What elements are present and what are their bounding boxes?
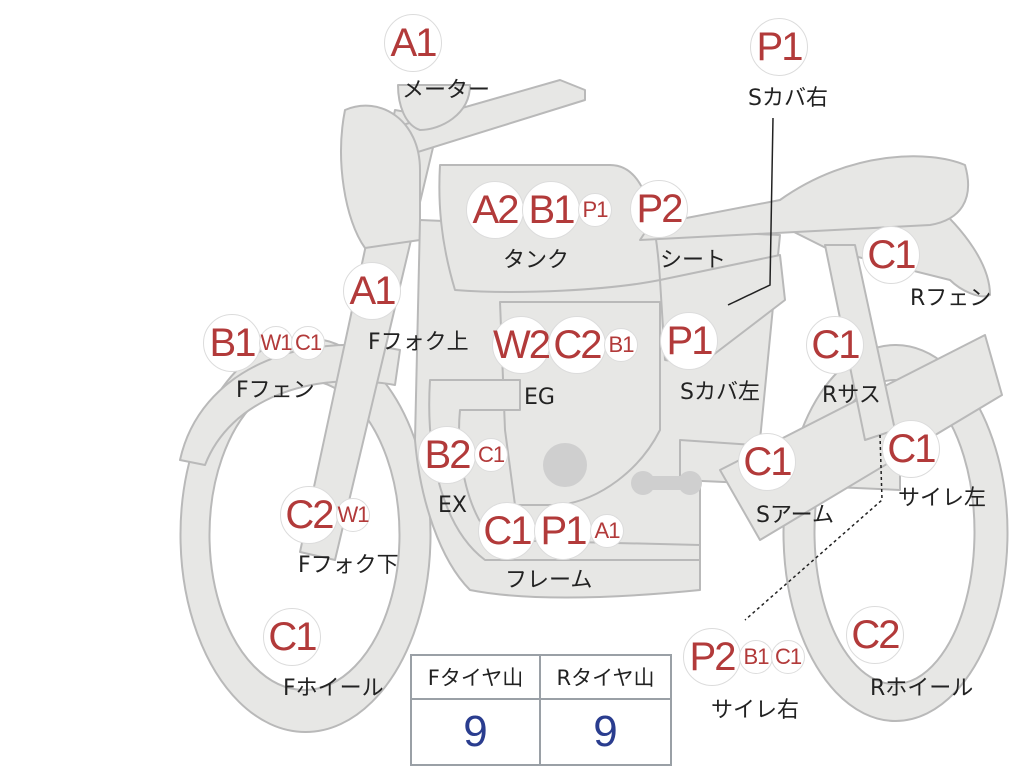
badge-engine-w2: W2 <box>492 316 551 374</box>
badge-front-fender-b1: B1 <box>203 314 261 372</box>
label-front-wheel: Fホイール <box>283 676 384 701</box>
badge-side-cover-right-p1: P1 <box>750 18 808 76</box>
front-tire-tread-header: Fタイヤ山 <box>412 656 541 700</box>
badge-group-rear-wheel: C2 <box>846 606 904 664</box>
badge-group-rear-suspension: C1 <box>806 316 864 374</box>
badge-front-fork-lower-w1: W1 <box>336 498 370 532</box>
badge-muffler-right-c1: C1 <box>771 640 805 674</box>
badge-tank-p1: P1 <box>578 193 612 227</box>
label-engine: EG <box>524 385 555 410</box>
badge-engine-c2: C2 <box>548 316 606 374</box>
badge-group-swing-arm: C1 <box>738 433 796 491</box>
badge-group-front-wheel: C1 <box>263 608 321 666</box>
badge-front-fender-w1: W1 <box>259 326 293 360</box>
badge-exhaust-c1: C1 <box>474 438 508 472</box>
badge-exhaust-b2: B2 <box>418 426 476 484</box>
label-rear-fender: Rフェン <box>910 286 992 311</box>
badge-swing-arm-c1: C1 <box>738 433 796 491</box>
label-muffler-left: サイレ左 <box>898 486 987 511</box>
label-rear-wheel: Rホイール <box>870 676 974 701</box>
label-meter: メーター <box>402 78 491 103</box>
rear-tire-tread-header: Rタイヤ山 <box>541 656 670 700</box>
badge-seat-p2: P2 <box>630 180 688 238</box>
label-muffler-right: サイレ右 <box>711 698 800 723</box>
badge-front-wheel-c1: C1 <box>263 608 321 666</box>
badge-engine-b1: B1 <box>604 328 638 362</box>
label-tank: タンク <box>503 248 570 273</box>
seat-shape <box>639 155 970 241</box>
label-rear-suspension: Rサス <box>822 383 881 408</box>
label-side-cover-right: Sカバ右 <box>748 86 828 111</box>
front-tire-tread-value: 9 <box>412 700 541 764</box>
meter-shape <box>397 84 471 131</box>
label-swing-arm: Sアーム <box>756 503 834 528</box>
rear-tire-tread-value: 9 <box>593 707 618 756</box>
label-front-fender: Fフェン <box>236 378 315 403</box>
badge-tank-a2: A2 <box>466 181 524 239</box>
badge-frame-a1: A1 <box>590 514 624 548</box>
engine-cover-shape <box>543 443 587 487</box>
badge-rear-suspension-c1: C1 <box>806 316 864 374</box>
label-side-cover-left: Sカバ左 <box>680 380 760 405</box>
badge-group-muffler-left: C1 <box>882 420 940 478</box>
leader-line-side-cover <box>727 117 774 306</box>
badge-front-fork-upper-a1: A1 <box>343 262 401 320</box>
badge-front-fork-lower-c2: C2 <box>280 486 338 544</box>
badge-muffler-right-b1: B1 <box>739 640 773 674</box>
badge-meter-a1: A1 <box>384 14 442 72</box>
label-exhaust: EX <box>438 493 467 518</box>
badge-group-seat: P2 <box>630 180 688 238</box>
label-front-fork-upper: Fフォク上 <box>368 330 469 355</box>
label-frame: フレーム <box>505 568 593 593</box>
muffler-shape <box>719 334 1003 541</box>
leader-line-muffler-left <box>744 434 883 621</box>
label-front-fork-lower: Fフォク下 <box>298 553 399 578</box>
label-seat: シート <box>660 248 727 273</box>
badge-side-cover-left-p1: P1 <box>660 312 718 370</box>
headlight-shape <box>340 104 421 249</box>
badge-frame-p1: P1 <box>534 502 592 560</box>
badge-muffler-left-c1: C1 <box>882 420 940 478</box>
badge-group-rear-fender: C1 <box>862 226 920 284</box>
badge-frame-c1: C1 <box>478 502 536 560</box>
badge-group-side-cover-right: P1 <box>750 18 808 76</box>
badge-front-fender-c1: C1 <box>291 326 325 360</box>
badge-group-front-fork-upper: A1 <box>343 262 401 320</box>
badge-muffler-right-p2: P2 <box>683 628 741 686</box>
badge-group-side-cover-left: P1 <box>660 312 718 370</box>
badge-rear-fender-c1: C1 <box>862 226 920 284</box>
badge-tank-b1: B1 <box>522 181 580 239</box>
tire-tread-table: Fタイヤ山 Rタイヤ山 9 9 <box>410 654 672 766</box>
badge-group-meter: A1 <box>384 14 442 72</box>
badge-rear-wheel-c2: C2 <box>846 606 904 664</box>
